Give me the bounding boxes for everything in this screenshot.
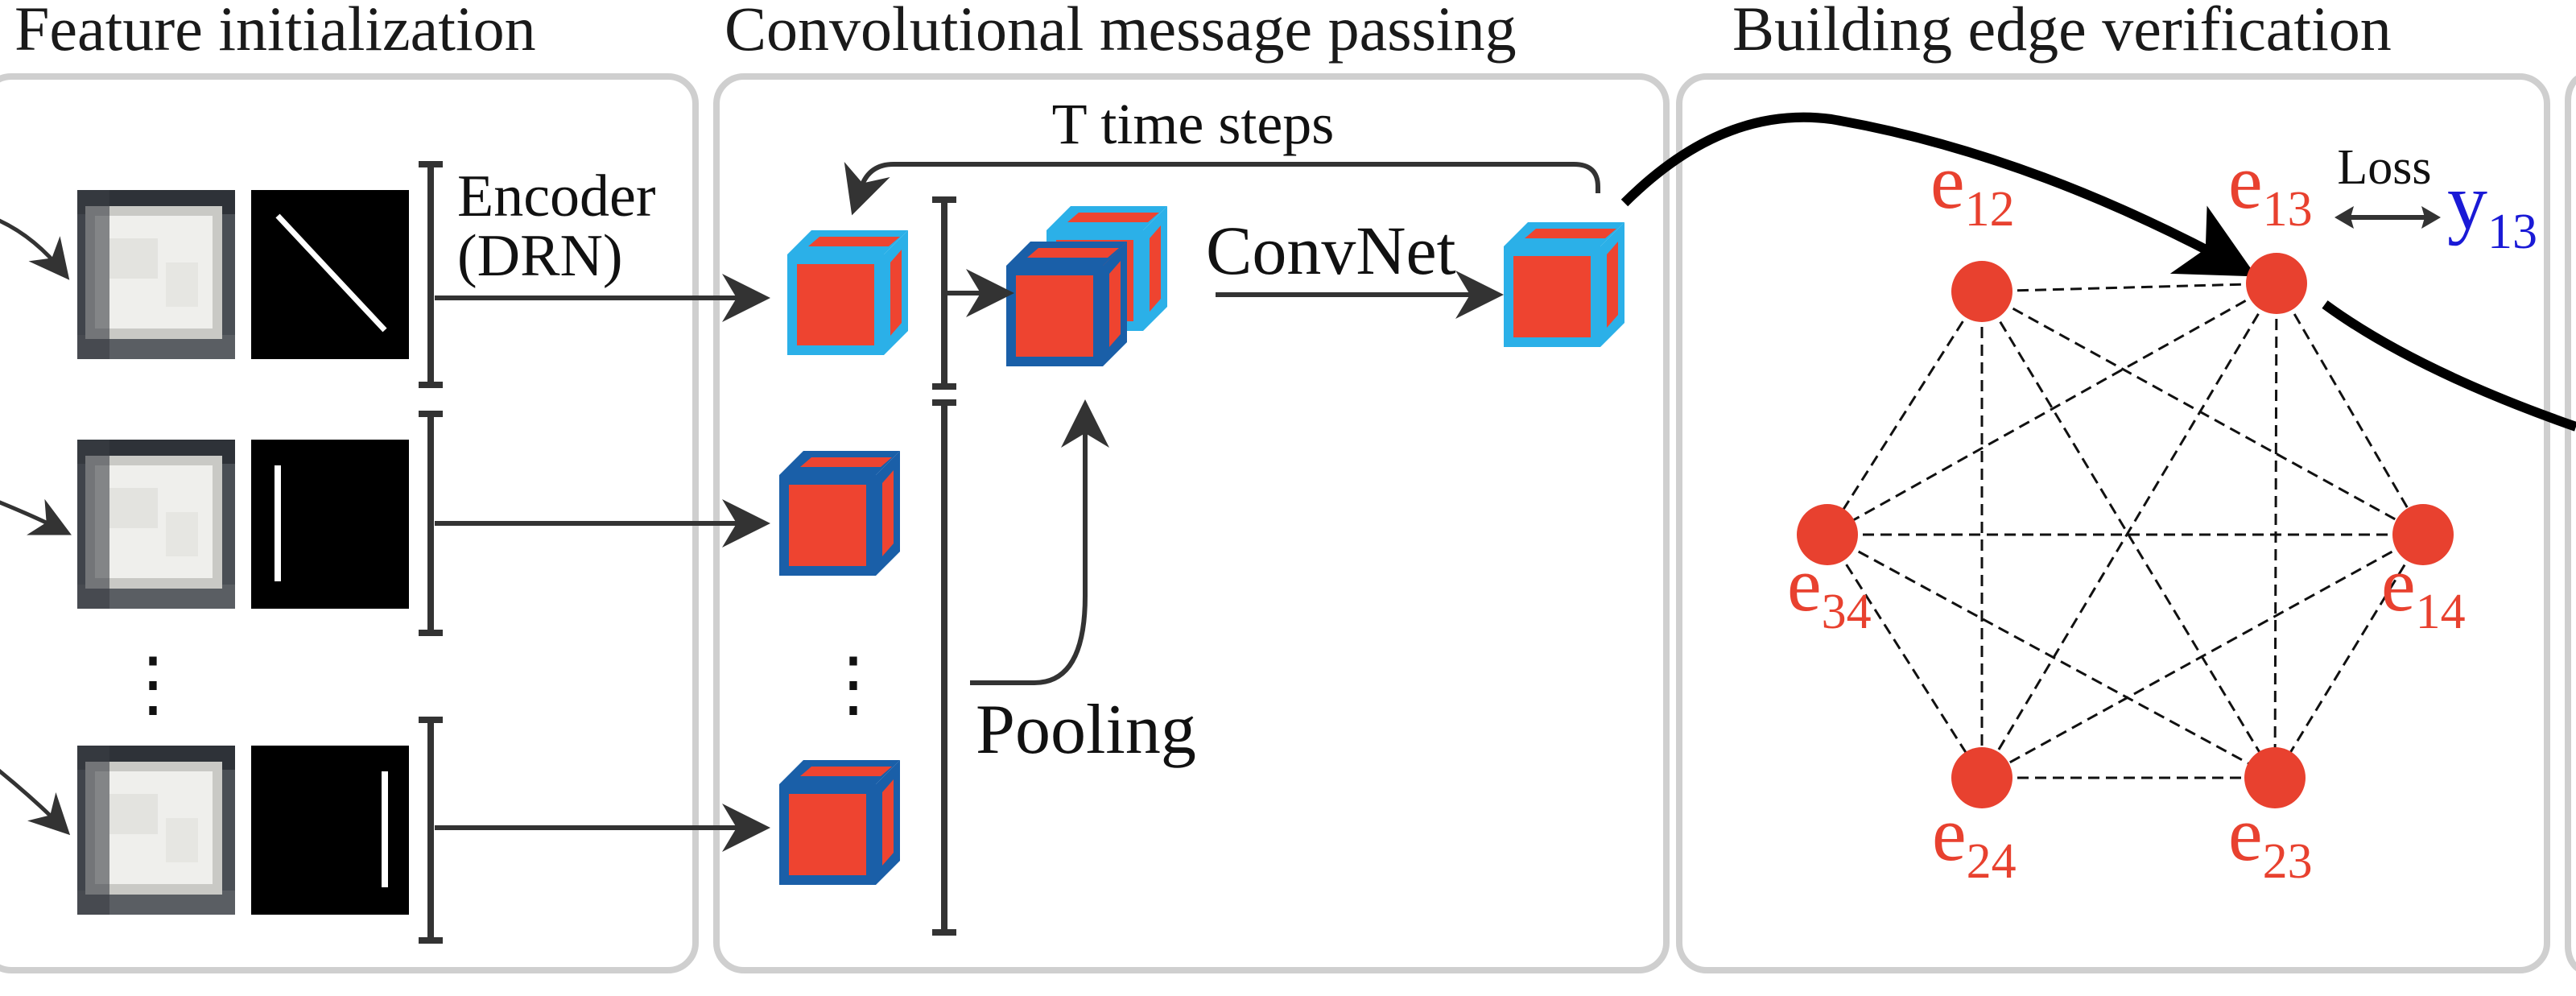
graph-nodes [1797,253,2454,808]
edge-mask-1 [251,190,409,359]
curve-onward [2322,300,2576,432]
node-e23 [2244,747,2306,808]
input-arrow-3 [0,768,71,836]
encoder-sub-label: (DRN) [457,223,623,289]
loss-double-arrow [2334,206,2441,229]
node-e14 [2392,504,2454,565]
node-e34 [1797,504,1858,565]
node-e13 [2246,253,2307,314]
curve-to-e13 [1620,112,2257,277]
cube-dark-3 [779,760,900,885]
convnet-label: ConvNet [1206,212,1456,289]
edge-mask-3 [251,746,409,915]
loss-label: Loss [2337,140,2431,195]
input-arrow-2 [0,498,72,535]
section-title-feature-init: Feature initialization [14,0,536,64]
pooling-brackets [932,196,956,936]
aerial-image-3 [77,746,235,915]
node-e12 [1951,261,2013,322]
input-arrow-1 [0,218,70,280]
node-label-e24: e24 [1932,791,2017,889]
cube-light-input [787,230,908,355]
cube-light-output [1504,222,1624,347]
node-label-e34: e34 [1787,541,1872,639]
section-title-edge-verification: Building edge verification [1732,0,2392,64]
encoder-arrows [435,274,770,852]
pooling-arrow [970,399,1109,685]
pooling-label: Pooling [976,691,1196,769]
node-label-e23: e23 [2228,791,2313,889]
next-panel-edge [2565,76,2576,971]
node-label-e14: e14 [2381,541,2466,639]
feature-ellipsis: ⋮ [117,645,189,725]
aerial-image-1 [77,190,235,359]
complete-graph-edges [1826,282,2425,779]
target-label-y13: y13 [2447,157,2537,259]
node-e24 [1951,747,2013,808]
encoder-label: Encoder [457,163,656,229]
node-label-e13: e13 [2228,138,2313,237]
aerial-image-2 [77,440,235,609]
edge-mask-2 [251,440,409,609]
time-steps-arrow [844,161,1600,216]
cube-stack-front [1006,242,1127,366]
section-title-message-passing: Convolutional message passing [724,0,1517,64]
time-steps-label: T time steps [1052,92,1335,156]
encoder-brackets [419,161,443,944]
cube-ellipsis: ⋮ [817,645,890,725]
cube-dark-2 [779,451,900,576]
node-label-e12: e12 [1930,138,2015,237]
edge-verification-panel [1676,73,2550,973]
